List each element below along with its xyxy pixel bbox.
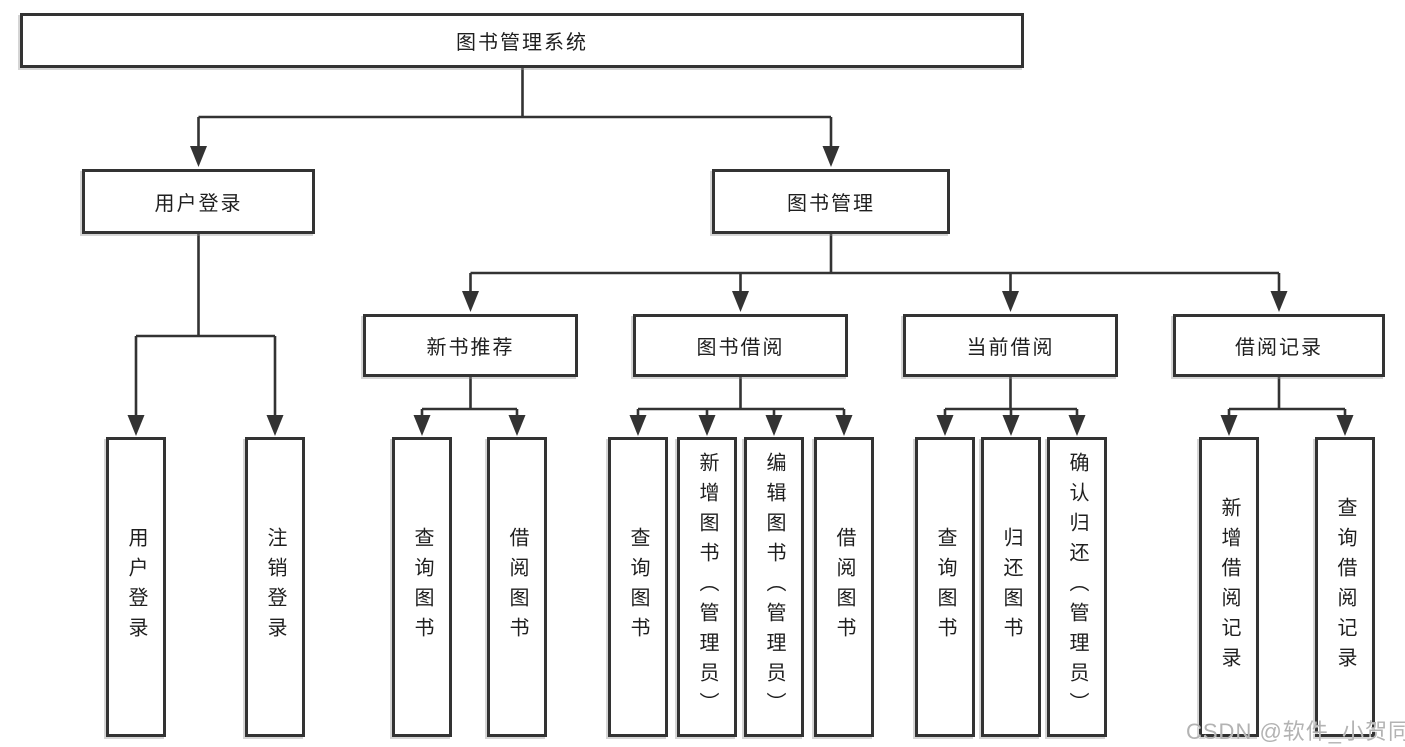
connector-borrowing-records-to-leaves	[1220, 377, 1354, 436]
node-label: 编辑图书（管理员）	[763, 452, 785, 722]
connector-book-borrowing-to-leaves	[629, 377, 853, 436]
leaf-borrowing-add-book-admin: 新增图书（管理员）	[677, 437, 737, 737]
node-label: 借阅记录	[1235, 337, 1323, 359]
connector-root-to-level2	[190, 68, 840, 167]
node-label: 借阅图书	[506, 527, 528, 647]
node-label: 图书借阅	[696, 337, 785, 359]
leaf-current-query-book: 查询图书	[915, 437, 975, 737]
node-new-book-recommendation: 新书推荐	[363, 314, 578, 377]
node-label: 新增图书（管理员）	[696, 452, 718, 722]
node-library-management-system: 图书管理系统	[20, 13, 1024, 68]
leaf-current-confirm-return-admin: 确认归还（管理员）	[1047, 437, 1107, 737]
node-borrowing-records: 借阅记录	[1173, 314, 1385, 377]
node-user-login: 用户登录	[82, 169, 315, 234]
leaf-borrowing-query-book: 查询图书	[608, 437, 668, 737]
leaf-user-login: 用户登录	[106, 437, 166, 737]
node-label: 注销登录	[264, 527, 286, 647]
leaf-borrowing-edit-book-admin: 编辑图书（管理员）	[744, 437, 804, 737]
node-label: 用户登录	[125, 527, 147, 647]
leaf-borrowing-borrow-book: 借阅图书	[814, 437, 874, 737]
node-label: 图书管理	[787, 193, 875, 215]
node-label: 用户登录	[154, 193, 243, 215]
node-label: 确认归还（管理员）	[1066, 452, 1088, 722]
leaf-recommendation-query-book: 查询图书	[392, 437, 452, 737]
connector-book-management-to-level3	[462, 234, 1288, 312]
node-label: 图书管理系统	[456, 32, 588, 54]
node-label: 借阅图书	[833, 527, 855, 647]
csdn-watermark: CSDN @软件_小贺同学	[1186, 719, 1405, 744]
node-current-borrowing: 当前借阅	[903, 314, 1118, 377]
node-label: 查询图书	[934, 527, 956, 647]
node-book-borrowing: 图书借阅	[633, 314, 848, 377]
node-label: 当前借阅	[966, 337, 1055, 359]
node-label: 查询图书	[627, 527, 649, 647]
leaf-recommendation-borrow-book: 借阅图书	[487, 437, 547, 737]
node-label: 归还图书	[1000, 527, 1022, 647]
leaf-records-add-borrow-record: 新增借阅记录	[1199, 437, 1259, 737]
node-label: 查询图书	[411, 527, 433, 647]
node-book-management: 图书管理	[712, 169, 950, 234]
leaf-current-return-book: 归还图书	[981, 437, 1041, 737]
connector-new-book-recommendation-to-leaves	[413, 377, 526, 436]
leaf-logout-login: 注销登录	[245, 437, 305, 737]
node-label: 查询借阅记录	[1334, 497, 1356, 677]
connector-current-borrowing-to-leaves	[936, 377, 1086, 436]
node-label: 新书推荐	[426, 337, 515, 359]
node-label: 新增借阅记录	[1218, 497, 1240, 677]
connector-user-login-to-leaves	[127, 233, 284, 436]
leaf-records-query-borrow-record: 查询借阅记录	[1315, 437, 1375, 737]
